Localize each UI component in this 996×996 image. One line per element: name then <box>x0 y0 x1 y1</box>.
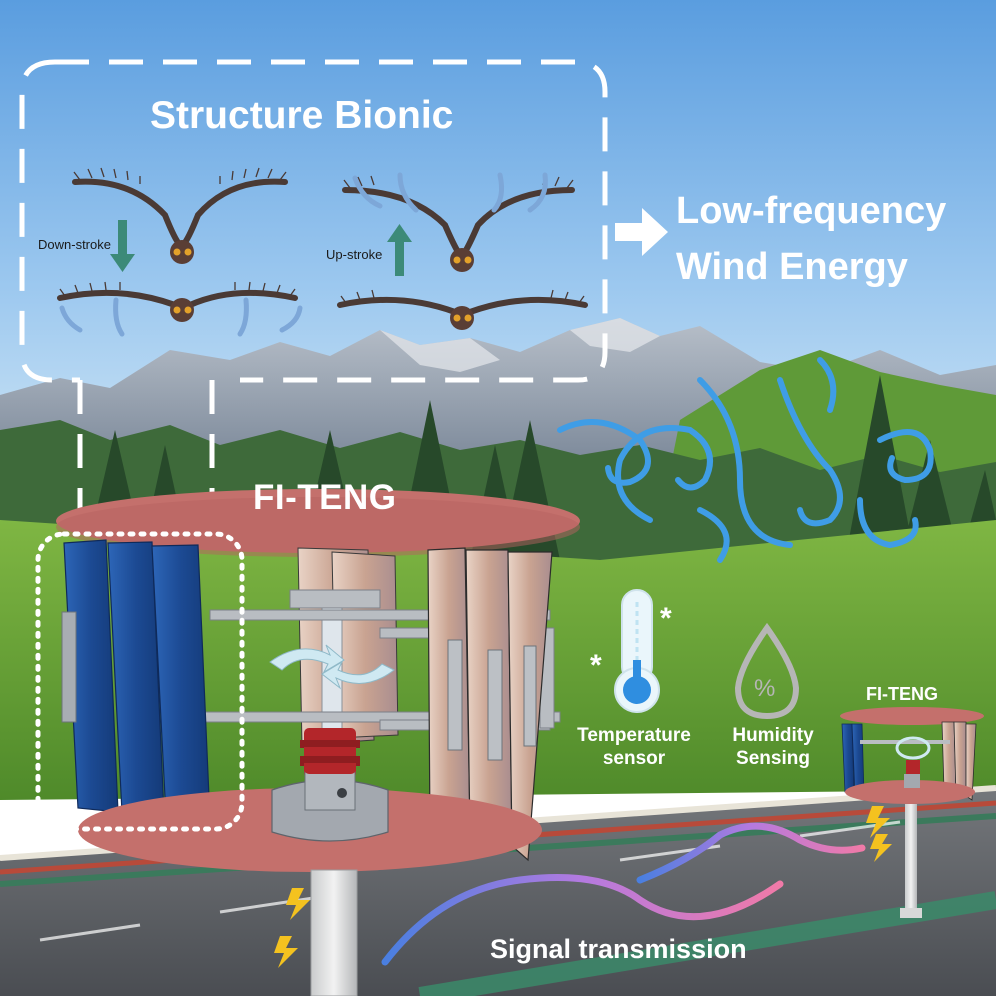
fi-teng-main-label: FI-TENG <box>253 478 397 517</box>
humidity-text: Humidity <box>732 725 814 746</box>
sensing-text: Sensing <box>736 748 810 769</box>
low-frequency-label: Low-frequency <box>676 190 947 232</box>
thermometer-icon <box>614 589 660 713</box>
wind-swirl-icon <box>557 357 934 563</box>
fi-teng-small-device <box>840 707 984 918</box>
lightning-icon <box>274 806 892 968</box>
blade-highlight-box <box>35 531 245 832</box>
sensor-text: sensor <box>602 748 666 769</box>
wind-energy-label: Wind Energy <box>676 246 908 288</box>
down-stroke-label: Down-stroke <box>38 237 111 252</box>
svg-text:*: * <box>590 649 602 682</box>
signal-transmission-label: Signal transmission <box>490 934 747 964</box>
svg-text:*: * <box>660 602 672 635</box>
humidity-drop-icon <box>734 622 800 720</box>
structure-bionic-title: Structure Bionic <box>150 94 454 137</box>
humidity-percent-symbol: % <box>754 675 776 702</box>
rotation-arrow-icon <box>269 644 395 690</box>
humidity-sensing-label: Humidity Sensing <box>718 724 828 770</box>
fi-teng-small-label: FI-TENG <box>866 684 938 704</box>
fi-teng-main-device <box>56 489 580 996</box>
temperature-text: Temperature <box>577 725 691 746</box>
signal-waves <box>381 822 866 966</box>
arrow-right-icon <box>615 208 668 256</box>
up-stroke-label: Up-stroke <box>326 247 383 262</box>
insect-wing-diagrams <box>57 167 588 337</box>
temperature-sensor-label: Temperature sensor <box>553 724 715 770</box>
